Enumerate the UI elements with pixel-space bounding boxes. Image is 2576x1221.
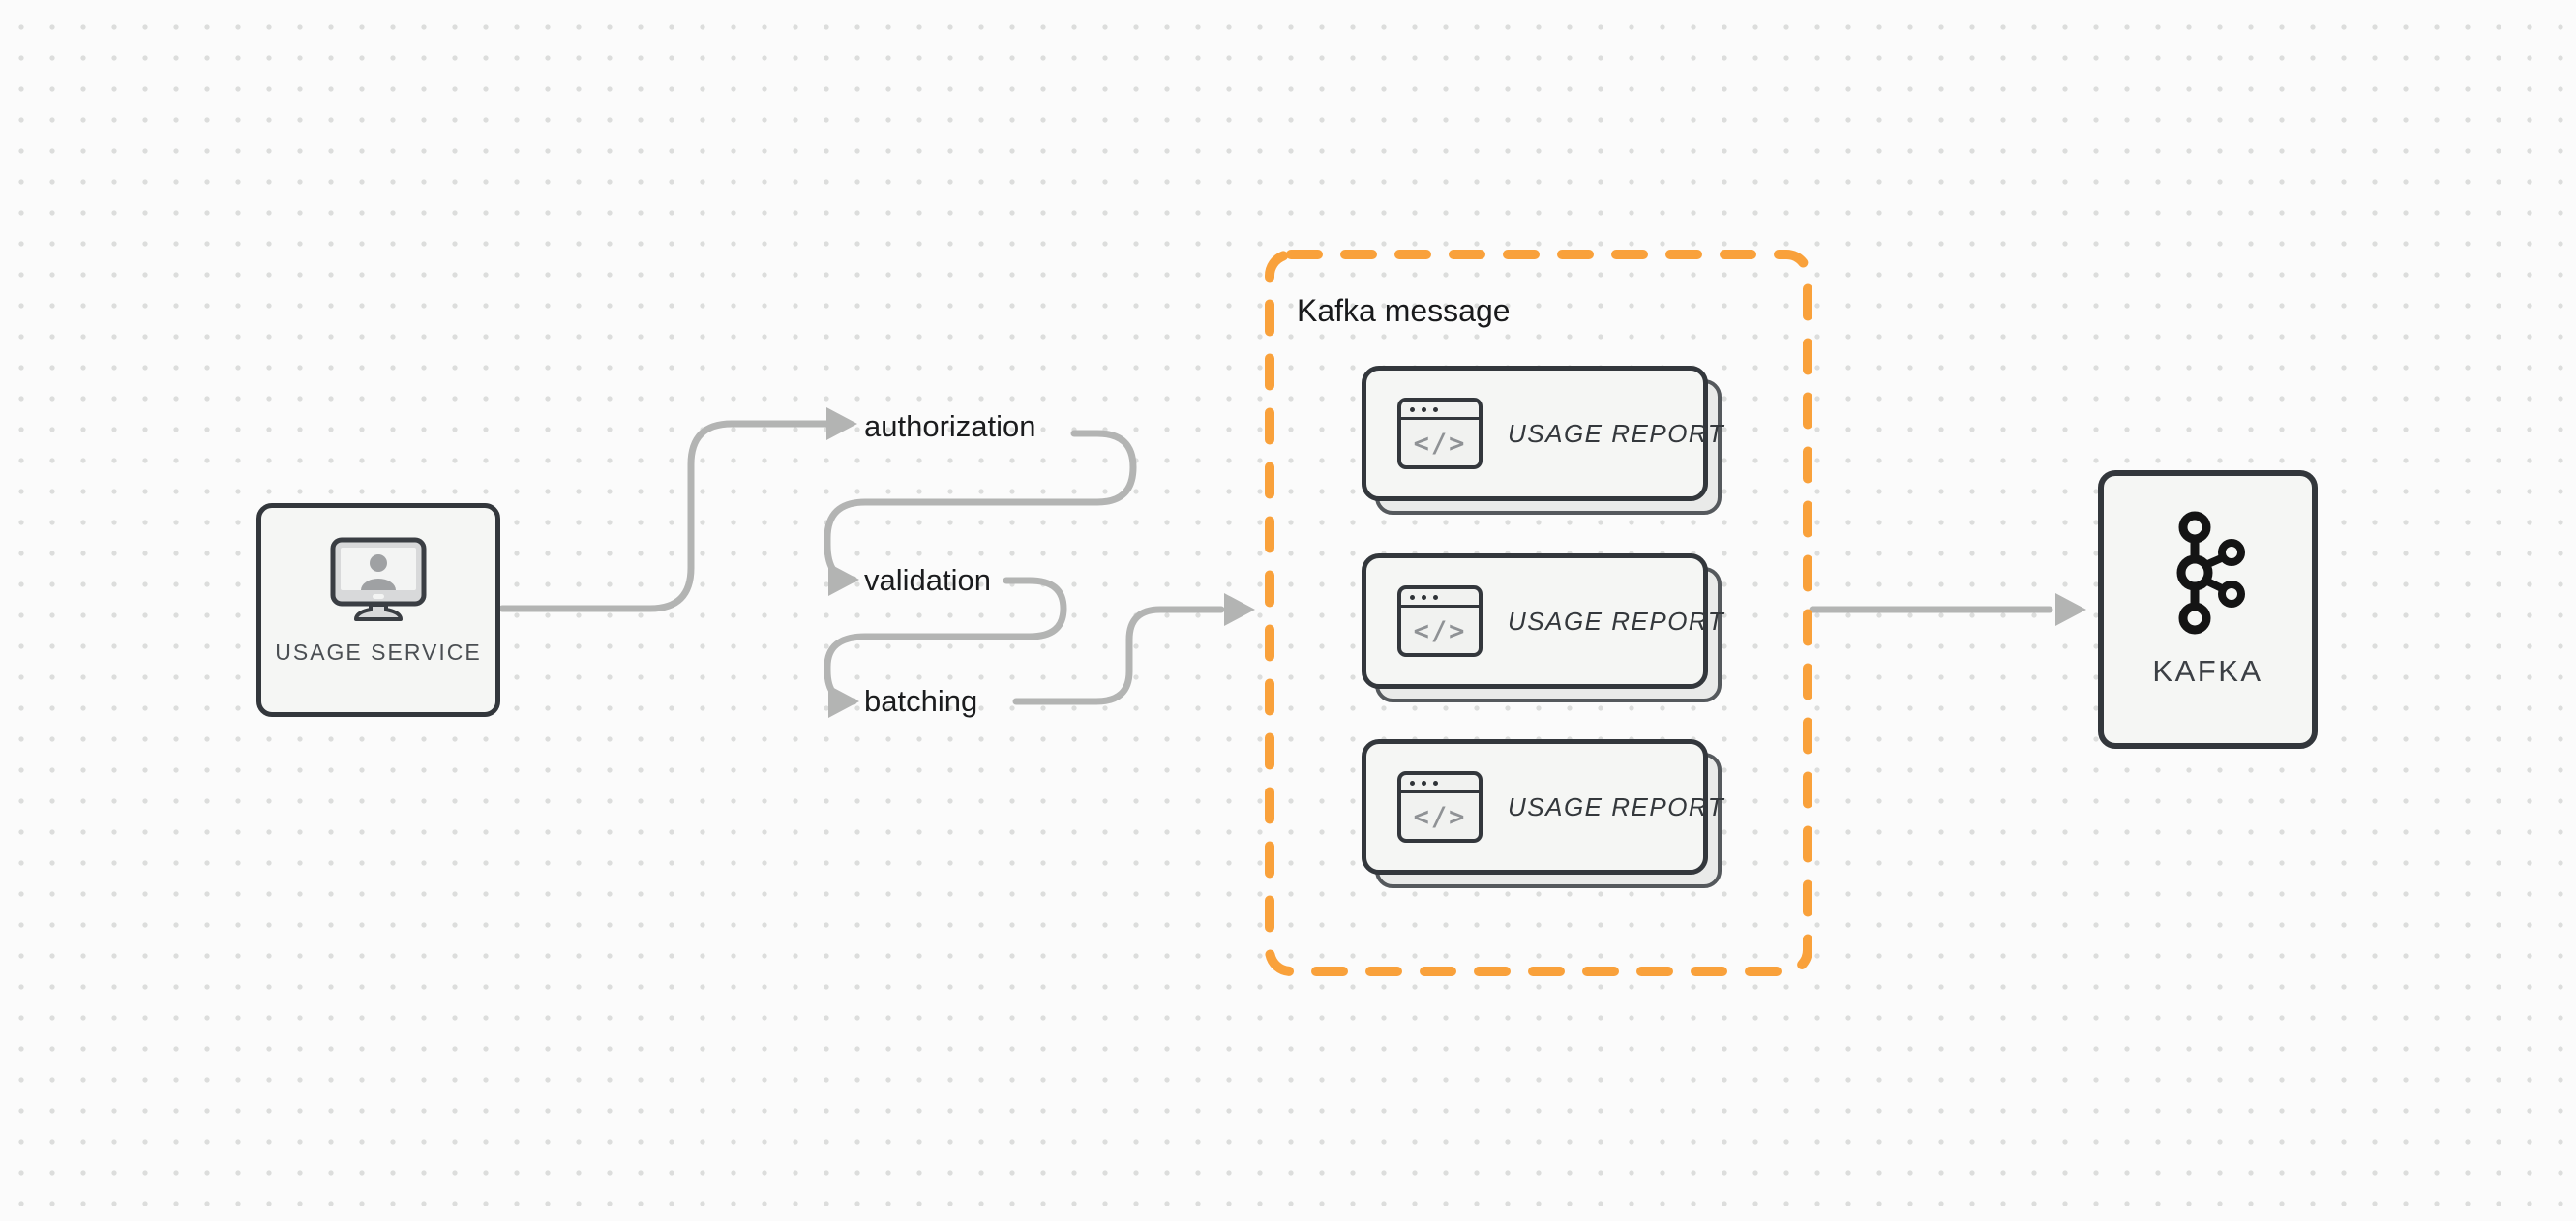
usage-service-node: USAGE SERVICE xyxy=(256,503,500,717)
usage-report-label: USAGE REPORT xyxy=(1508,418,1725,448)
arrow-service-to-authorization xyxy=(498,420,834,612)
arrowhead-authorization xyxy=(826,407,857,440)
usage-report-label: USAGE REPORT xyxy=(1508,791,1725,821)
usage-report-card: </> USAGE REPORT xyxy=(1362,739,1723,888)
kafka-label: KAFKA xyxy=(2152,654,2263,688)
arrow-authorization-to-validation xyxy=(824,430,1137,583)
arrowhead-kafka-message xyxy=(1224,593,1255,626)
usage-report-label: USAGE REPORT xyxy=(1508,606,1725,636)
user-monitor-icon xyxy=(330,537,427,621)
step-batching: batching xyxy=(864,684,978,718)
code-window-icon: </> xyxy=(1397,398,1483,469)
step-validation: validation xyxy=(864,563,991,597)
step-authorization: authorization xyxy=(864,409,1036,443)
usage-report-card: </> USAGE REPORT xyxy=(1362,366,1723,515)
kafka-logo-icon xyxy=(2176,511,2245,635)
kafka-node: KAFKA xyxy=(2098,470,2318,749)
code-window-icon: </> xyxy=(1397,585,1483,657)
usage-report-card: </> USAGE REPORT xyxy=(1362,553,1723,702)
kafka-message-group-title: Kafka message xyxy=(1297,293,1511,328)
usage-service-label: USAGE SERVICE xyxy=(275,640,482,665)
arrowhead-validation xyxy=(828,563,859,596)
arrowhead-batching xyxy=(828,685,859,718)
arrowhead-kafka xyxy=(2055,593,2086,626)
code-window-icon: </> xyxy=(1397,771,1483,843)
arrow-validation-to-batching xyxy=(824,577,1067,705)
kafka-message-group-border xyxy=(1265,250,1812,976)
arrow-batching-to-kafka-message xyxy=(1012,606,1225,705)
